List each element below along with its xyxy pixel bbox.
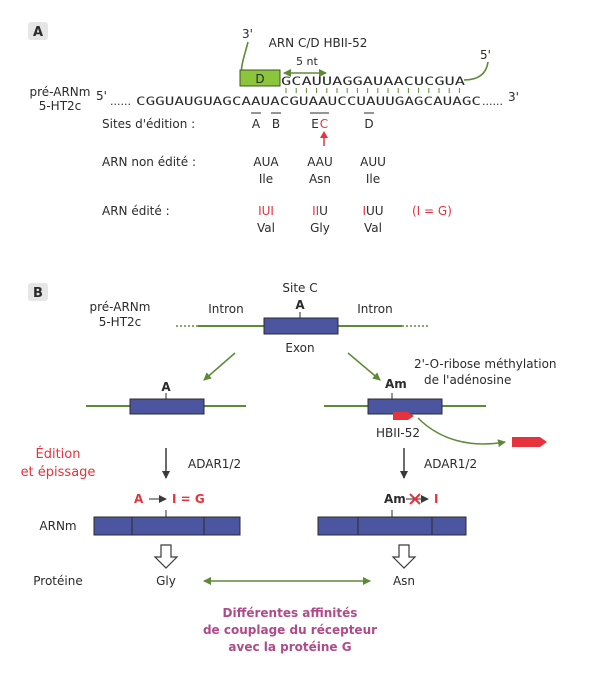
proteine-label: Protéine (33, 574, 82, 588)
right-edit-block-cross (409, 493, 421, 505)
premrna-label-b-1: pré-ARNm (90, 300, 151, 314)
edited-codon-2: IIU (312, 204, 328, 218)
affinity-line-3: avec la protéine G (228, 640, 351, 654)
mrna-right-bar (317, 516, 467, 536)
premrna-label-a-2: 5-HT2c (39, 99, 82, 113)
panel-a-badge-bg (28, 22, 48, 40)
snorna-5prime-line (463, 61, 489, 81)
adar-right: ADAR1/2 (424, 457, 477, 471)
hollow-arrow-right (391, 544, 417, 569)
snorna-sequence: GCAUUAGGAUAACUCGUA (281, 74, 465, 88)
hollow-arrow-left (153, 544, 179, 569)
edited-aa-3: Val (364, 221, 382, 235)
snorna-title: ARN C/D HBII-52 (269, 36, 368, 50)
intron-right: Intron (357, 302, 392, 316)
non-edited-label: ARN non édité : (102, 155, 196, 169)
premrna-label-b-2: 5-HT2c (99, 315, 142, 329)
site-a: A (252, 117, 261, 131)
left-branch-exon (129, 398, 205, 415)
premrna-dots-right: ...... (482, 95, 503, 108)
non-edited-codon-2: AAU (307, 155, 333, 169)
right-branch-am: Am (385, 377, 407, 391)
adar-left: ADAR1/2 (188, 457, 241, 471)
panel-b-badge-bg (28, 283, 48, 301)
snorna-3prime-label: 3' (242, 27, 253, 41)
edited-aa-2: Gly (310, 221, 330, 235)
site-b: B (272, 117, 280, 131)
non-edited-aa-3: Ile (366, 172, 380, 186)
protein-asn: Asn (393, 574, 415, 588)
exon-box (263, 317, 339, 335)
premrna-sequence: CGGUAUGUAGCAAUACGUAAUCCUAUUGAGCAUAGC (136, 94, 481, 108)
base-pair-ticks (285, 88, 460, 93)
panel-a: A ARN C/D HBII-52 3' D 5 nt GCAUUAGGAUAA… (28, 22, 519, 235)
five-nt-label: 5 nt (296, 55, 318, 68)
panel-b: B pré-ARNm 5-HT2c Site C A Intron Intron… (21, 281, 557, 654)
arrow-right-branch (347, 352, 381, 381)
non-edited-codon-1: AUA (253, 155, 279, 169)
affinity-line-2: de couplage du récepteur (203, 623, 377, 637)
site-c-a: A (295, 298, 305, 312)
premrna-dots-left: ...... (110, 95, 131, 108)
non-edited-aa-1: Ile (259, 172, 273, 186)
edited-label: ARN édité : (102, 204, 170, 218)
premrna-3prime: 3' (508, 90, 519, 104)
non-edited-aa-2: Asn (309, 172, 331, 186)
methylation-label-1: 2'-O-ribose méthylation (414, 357, 557, 371)
premrna-5prime: 5' (96, 89, 107, 103)
mrna-right (317, 510, 467, 536)
hbii-release-arrow (417, 417, 506, 448)
edited-codon-3: IUU (362, 204, 383, 218)
intron-left: Intron (208, 302, 243, 316)
arrow-left-branch (203, 352, 236, 381)
left-edit-result: I = G (172, 492, 205, 506)
non-edited-codon-3: AUU (360, 155, 386, 169)
right-edit-i: I (434, 492, 438, 506)
right-edit-am: Am (384, 492, 406, 506)
mrna-left (93, 510, 241, 536)
right-branch-exon (367, 398, 443, 415)
sites-label: Sites d'édition : (102, 117, 195, 131)
panel-a-badge: A (33, 25, 43, 40)
edited-note: (I = G) (412, 204, 452, 218)
hbii-label: HBII-52 (376, 426, 420, 440)
site-c: C (320, 117, 328, 131)
edited-aa-1: Val (257, 221, 275, 235)
left-edit-a: A (134, 492, 144, 506)
d-box (239, 69, 281, 87)
site-c-label: Site C (282, 281, 317, 295)
site-c-arrowhead (320, 131, 328, 138)
premrna-label-a-1: pré-ARNm (30, 85, 91, 99)
hbii-snorna-released (512, 437, 547, 447)
left-branch-a: A (161, 380, 171, 394)
site-e: E (311, 117, 319, 131)
exon-label: Exon (285, 341, 314, 355)
d-box-label: D (255, 72, 264, 86)
panel-b-badge: B (33, 286, 43, 301)
affinity-line-1: Différentes affinités (223, 606, 358, 620)
edited-codon-1: IUI (258, 204, 274, 218)
protein-gly: Gly (156, 574, 176, 588)
edition-label-2: et épissage (21, 465, 96, 480)
hbii-snorna-bound (393, 412, 414, 420)
snorna-5prime-label: 5' (480, 48, 491, 62)
site-d: D (364, 117, 373, 131)
methylation-label-2: de l'adénosine (424, 373, 511, 387)
mrna-left-bar (93, 516, 241, 536)
edition-label-1: Édition (36, 446, 81, 462)
arnm-label: ARNm (39, 519, 76, 533)
